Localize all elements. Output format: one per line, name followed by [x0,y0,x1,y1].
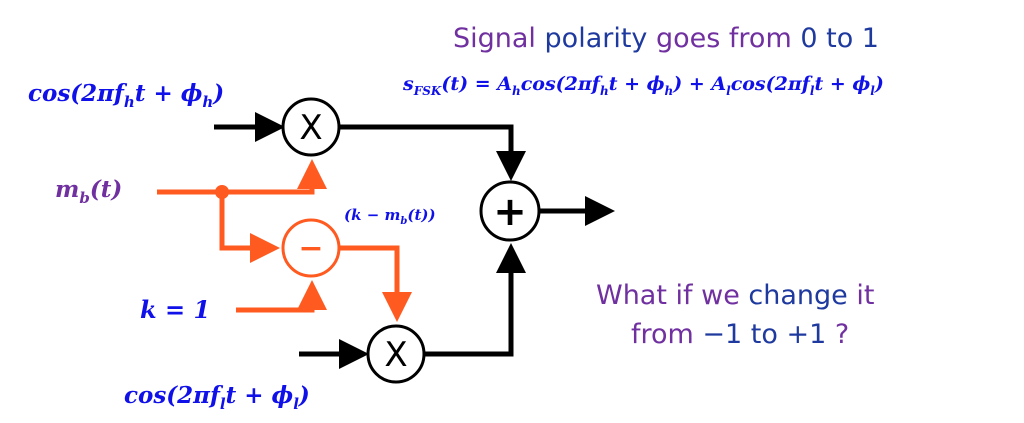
label-part: (k − m [344,206,400,224]
eq-part: (t) = A [441,73,512,95]
signal-wires-orange [157,159,412,322]
question-seg: −1 to +1 [702,319,834,350]
eq-sub: h [665,84,674,98]
k-value-label: k = 1 [140,295,210,324]
label-sub: b [79,189,90,207]
label-sub: h [202,93,213,111]
eq-sub: l [870,84,875,98]
label-part: ) [212,80,224,107]
eq-part: ) + A [672,73,726,95]
label-part: cos(2πf [28,80,128,107]
eq-s-sub: FSK [413,84,442,98]
eq-s: s [402,73,414,95]
multiplier-bottom: X [366,324,426,384]
label-part: t + ϕ [226,382,294,409]
message-to-multiplier-wire [157,159,327,195]
fsk-equation: sFSK(t) = Ahcos(2πfht + ϕh) + Alcos(2πfl… [402,73,884,98]
question-line-2: from −1 to +1 ? [631,319,849,350]
message-label: mb(t) [55,176,122,207]
title-seg-0: Signal [453,23,545,54]
question-line-1: What if we change it [596,280,874,311]
label-part: t + ϕ [135,80,203,107]
title-text: Signal polarity goes from 0 to 1 [453,23,879,54]
title-seg-2: goes from [656,23,800,54]
label-part: ) [298,382,310,409]
title-seg-3: 0 to 1 [800,23,879,54]
eq-part: t + ϕ [609,73,665,95]
signal-wires-black [214,112,615,369]
question-seg: it [856,280,874,311]
title-seg-1: polarity [545,23,656,54]
eq-part: cos(2πf [731,73,813,95]
label-part: (t)) [407,206,435,224]
message-to-subtractor-wire [219,192,280,263]
question-seg: What if we [596,280,748,311]
k-to-subtractor-wire [236,280,327,313]
label-part: cos(2πf [124,382,224,409]
question-seg: ? [835,319,849,350]
carrier-high-label: cos(2πfht + ϕh) [28,80,224,111]
eq-part: t + ϕ [814,73,870,95]
eq-part: cos(2πf [521,73,603,95]
difference-wire [340,245,412,322]
label-sub: h [124,93,135,111]
eq-sub: l [810,84,815,98]
label-part: (t) [90,176,122,203]
question-seg: from [631,319,702,350]
eq-sub: h [600,84,609,98]
difference-label: (k − mb(t)) [344,206,436,227]
minus-icon: − [298,231,323,266]
carrier-low-label: cos(2πflt + ϕl) [124,382,310,413]
label-sub: l [293,395,299,413]
multiplier-top: X [281,97,341,157]
multiply-icon: X [299,108,322,148]
label-sub: b [400,216,407,227]
eq-sub: l [726,84,731,98]
junction-dot [215,185,229,199]
plus-icon: + [493,189,527,235]
bottom-product-wire [424,243,526,357]
question-seg: change [748,280,856,311]
label-sub: l [220,395,226,413]
subtractor: − [281,218,341,278]
label-part: m [55,176,79,203]
multiply-icon: X [384,335,407,375]
adder: + [479,180,541,242]
top-product-wire [339,124,526,181]
eq-sub: h [512,84,521,98]
eq-part: ) [874,73,884,95]
